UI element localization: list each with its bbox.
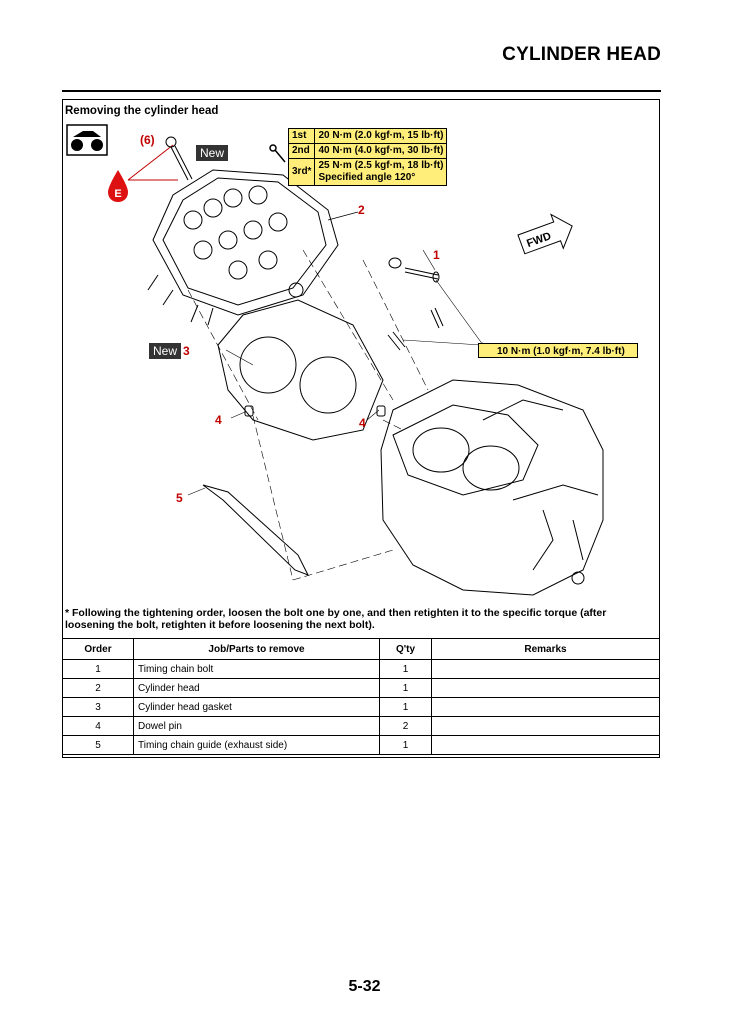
torque-value: 40 N·m (4.0 kgf·m, 30 lb·ft)	[314, 143, 448, 159]
col-qty: Q'ty	[379, 638, 432, 660]
exploded-diagram: E	[66, 124, 604, 596]
torque-step: 1st	[287, 128, 316, 144]
cylinder-head-gasket	[217, 299, 384, 441]
cell-remarks	[431, 659, 660, 679]
torque-spec-small: 10 N·m (1.0 kgf·m, 7.4 lb·ft)	[478, 343, 638, 358]
callout-2: 2	[358, 203, 365, 217]
table-row: 3 Cylinder head gasket 1	[62, 697, 660, 717]
cell-qty: 1	[379, 735, 432, 755]
torque-row: 3rd* 25 N·m (2.5 kgf·m, 18 lb·ft) Specif…	[287, 158, 448, 186]
col-job: Job/Parts to remove	[133, 638, 380, 660]
cylinder-head	[147, 169, 339, 326]
oil-label: E	[114, 188, 121, 200]
cell-order: 4	[62, 716, 134, 736]
callout-4a: 4	[215, 413, 222, 427]
callout-6: (6)	[140, 133, 155, 147]
cell-remarks	[431, 716, 660, 736]
cell-order: 5	[62, 735, 134, 755]
callout-1: 1	[433, 248, 440, 262]
cell-remarks	[431, 678, 660, 698]
torque-step: 3rd*	[287, 158, 316, 186]
title-rule	[62, 90, 661, 92]
cell-remarks	[431, 697, 660, 717]
atv-icon	[66, 124, 108, 156]
cell-job: Cylinder head gasket	[133, 697, 380, 717]
table-row: 5 Timing chain guide (exhaust side) 1	[62, 735, 660, 755]
engine-block	[380, 379, 604, 596]
cell-order: 1	[62, 659, 134, 679]
cell-qty: 1	[379, 659, 432, 679]
tightening-note: * Following the tightening order, loosen…	[65, 607, 607, 631]
cell-job: Dowel pin	[133, 716, 380, 736]
cell-order: 2	[62, 678, 134, 698]
bolt-1	[387, 257, 444, 351]
callout-4b: 4	[359, 416, 366, 430]
page-number: 5-32	[348, 978, 381, 995]
fwd-arrow-icon: FWD	[517, 213, 573, 255]
bolt-6	[165, 136, 193, 181]
torque-step: 2nd	[287, 143, 316, 159]
content-frame	[62, 99, 660, 758]
table-row: 4 Dowel pin 2	[62, 716, 660, 736]
callout-3: 3	[183, 344, 190, 358]
cell-job: Timing chain bolt	[133, 659, 380, 679]
cell-remarks	[431, 735, 660, 755]
cell-qty: 1	[379, 678, 432, 698]
parts-table: Order Job/Parts to remove Q'ty Remarks 1…	[62, 638, 660, 755]
callout-5: 5	[176, 491, 183, 505]
dowel-pins	[244, 405, 386, 417]
wrench-icon	[269, 144, 286, 163]
torque-angle-line: Specified angle 120°	[318, 172, 416, 183]
table-row: 1 Timing chain bolt 1	[62, 659, 660, 679]
torque-row: 2nd 40 N·m (4.0 kgf·m, 30 lb·ft)	[287, 143, 448, 159]
torque-value-line: 25 N·m (2.5 kgf·m, 18 lb·ft)	[318, 160, 444, 171]
col-remarks: Remarks	[431, 638, 660, 660]
cell-qty: 2	[379, 716, 432, 736]
new-badge-gasket: New	[149, 343, 182, 359]
torque-spec-table: 1st 20 N·m (2.0 kgf·m, 15 lb·ft) 2nd 40 …	[287, 128, 448, 186]
col-order: Order	[62, 638, 134, 660]
table-header-row: Order Job/Parts to remove Q'ty Remarks	[62, 638, 660, 660]
cell-job: Timing chain guide (exhaust side)	[133, 735, 380, 755]
table-row: 2 Cylinder head 1	[62, 678, 660, 698]
page-title: CYLINDER HEAD	[502, 44, 661, 65]
oil-drop-icon: E	[108, 170, 128, 202]
torque-row: 1st 20 N·m (2.0 kgf·m, 15 lb·ft)	[287, 128, 448, 144]
cell-order: 3	[62, 697, 134, 717]
cell-job: Cylinder head	[133, 678, 380, 698]
torque-value: 25 N·m (2.5 kgf·m, 18 lb·ft) Specified a…	[314, 158, 448, 186]
new-badge-bolt: New	[196, 145, 229, 161]
assembly-lines	[187, 249, 429, 581]
section-title: Removing the cylinder head	[65, 105, 219, 117]
timing-chain-guide	[202, 484, 310, 576]
cell-qty: 1	[379, 697, 432, 717]
torque-value: 20 N·m (2.0 kgf·m, 15 lb·ft)	[314, 128, 448, 144]
